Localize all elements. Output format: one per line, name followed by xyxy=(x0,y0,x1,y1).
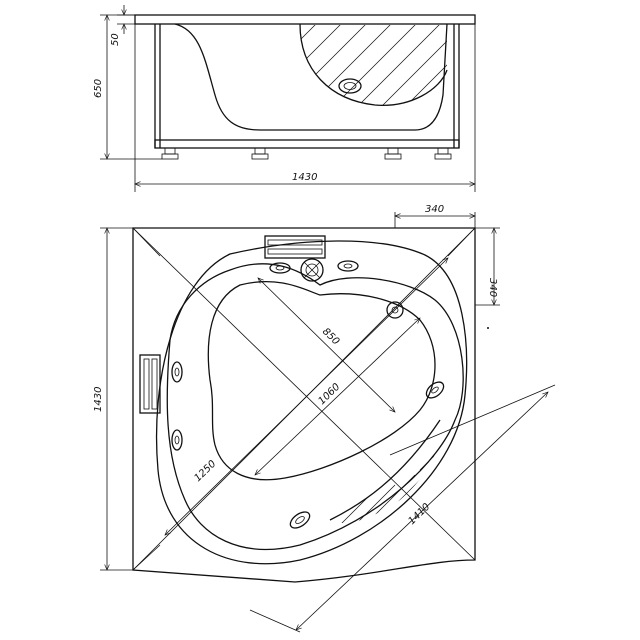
dim-height-label: 650 xyxy=(93,79,104,98)
jet-5 xyxy=(171,361,183,383)
headrest-top xyxy=(264,235,326,259)
dim-corner-top-label: 340 xyxy=(425,204,444,215)
dim-inner-diag-label: 850 xyxy=(320,326,341,347)
dim-length-label: 1430 xyxy=(292,172,317,183)
side-view: 50 650 1430 xyxy=(93,5,475,192)
dim-height: 650 xyxy=(93,15,162,159)
jet-6 xyxy=(171,429,183,451)
side-hatching xyxy=(300,25,447,106)
jet-7 xyxy=(289,511,311,529)
top-view: 850 1060 1250 1410 340 xyxy=(93,204,556,633)
dim-outer-diag: 1250 xyxy=(165,258,448,535)
dim-outer-diag-label: 1250 xyxy=(192,459,218,485)
dim-side-label: 1430 xyxy=(93,387,104,412)
jet-4 xyxy=(425,381,445,399)
top-drain xyxy=(300,258,324,282)
jet-2 xyxy=(337,260,359,272)
dim-corner-right-label: 340 xyxy=(487,278,498,297)
dim-side: 1430 xyxy=(93,228,133,570)
dim-rim-label: 50 xyxy=(110,33,121,46)
side-tub-contour xyxy=(174,23,448,131)
side-drain xyxy=(338,78,362,94)
side-feet xyxy=(161,147,452,160)
dim-corner-top: 340 xyxy=(395,204,475,228)
dim-corner-right: 340 xyxy=(475,228,500,305)
side-rim xyxy=(134,14,476,25)
dim-rim: 50 xyxy=(110,5,135,46)
headrest-left xyxy=(139,354,161,414)
dim-overall-diag: 1410 xyxy=(249,384,556,633)
jet-nozzles xyxy=(171,260,445,529)
dim-length: 1430 xyxy=(135,24,475,192)
dim-mid-diag-label: 1060 xyxy=(316,382,342,408)
side-seat-region xyxy=(299,23,448,106)
